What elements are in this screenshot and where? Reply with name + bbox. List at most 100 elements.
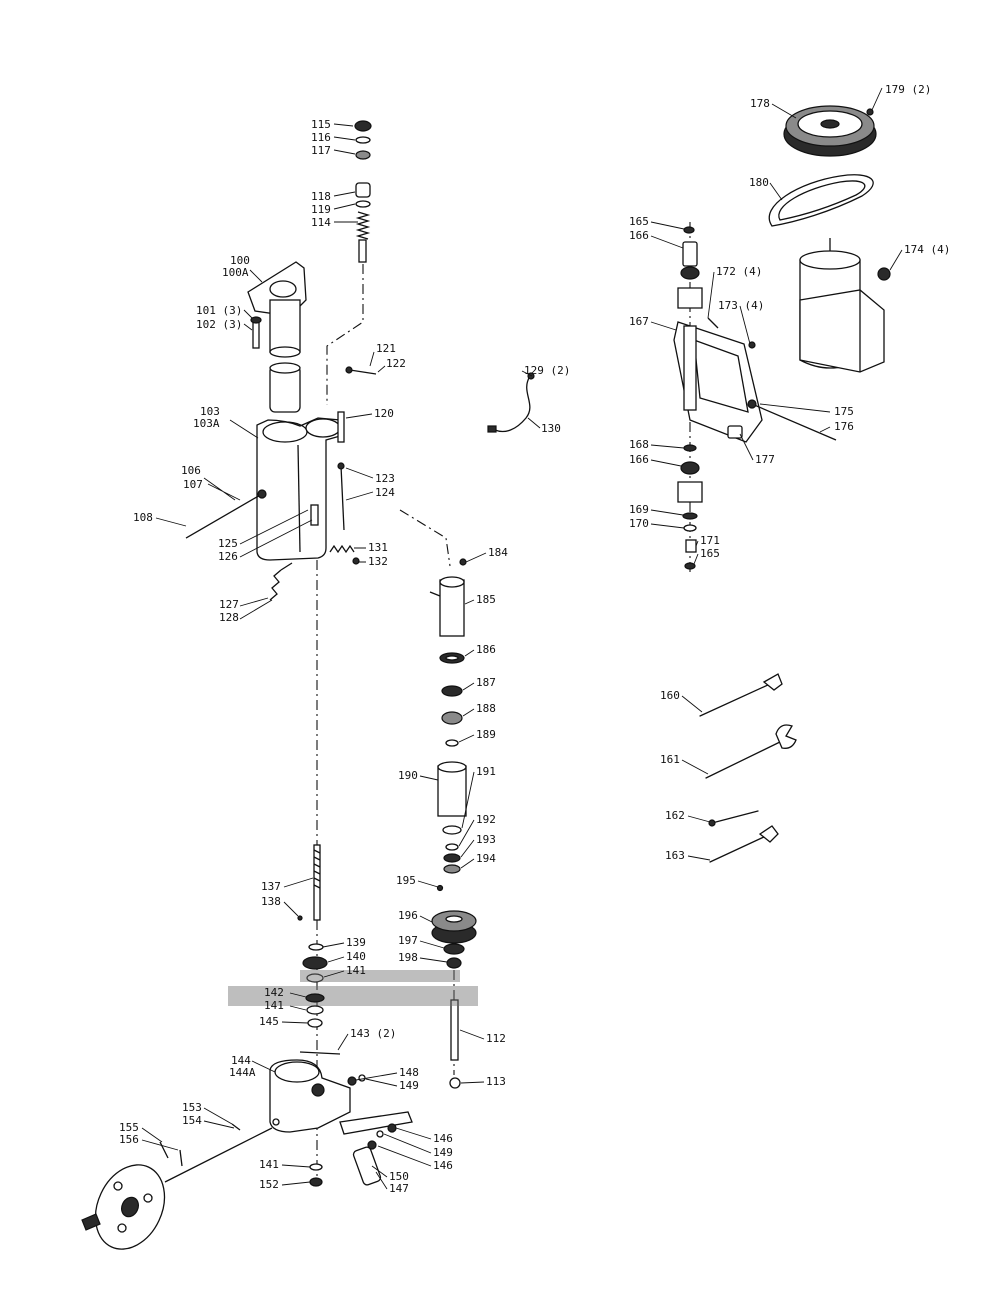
callout-123: 123 [375, 472, 395, 485]
head-center-axis [326, 264, 364, 405]
part-190-sleeve-top [437, 761, 467, 773]
callout-142: 142 [264, 986, 284, 999]
callout-108: 108 [133, 511, 153, 524]
part-174-nut [877, 267, 891, 281]
part-127-spring [269, 569, 282, 601]
part-146-screw-a [387, 1123, 397, 1133]
callout-124: 124 [375, 486, 395, 499]
part-119-washer [355, 200, 371, 208]
part-114-spring [355, 211, 371, 240]
callout-193: 193 [476, 833, 496, 846]
callout-146: 146 [433, 1132, 453, 1145]
part-146-rack [339, 1111, 413, 1135]
part-191-washer [442, 825, 462, 835]
part-167-bracket-post [683, 325, 697, 411]
part-153-pin [231, 1123, 241, 1131]
callout-149: 149 [399, 1079, 419, 1092]
part-160-wrench-jaw [762, 673, 783, 691]
callout-145: 145 [259, 1015, 279, 1028]
part-168-ring [683, 444, 697, 452]
callout-191: 191 [476, 765, 496, 778]
callout-141-b: 141 [264, 999, 284, 1012]
callout-113: 113 [486, 1075, 506, 1088]
callout-149-b: 149 [433, 1146, 453, 1159]
callout-186: 186 [476, 643, 496, 656]
callout-160: 160 [660, 689, 680, 702]
callout-116: 116 [311, 131, 331, 144]
callout-179: 179 (2) [885, 83, 931, 96]
motor-callouts: 178 179 (2) 180 165 166 172 (4) 174 (4) … [629, 83, 950, 560]
part-123-rod-end [337, 462, 345, 470]
callout-115: 115 [311, 118, 331, 131]
part-121-bolt [349, 369, 377, 375]
callout-114: 114 [311, 216, 331, 229]
handwheel-hole-b [143, 1193, 153, 1203]
callout-117: 117 [311, 144, 331, 157]
tools [699, 673, 797, 863]
part-125-key [310, 504, 319, 526]
callout-128: 128 [219, 611, 239, 624]
leader-motor [650, 87, 903, 565]
callout-170: 170 [629, 517, 649, 530]
callout-194: 194 [476, 852, 496, 865]
part-142-bearing [305, 993, 325, 1003]
callout-178: 178 [750, 97, 770, 110]
part-169-washer [682, 512, 698, 520]
callout-141-c: 141 [259, 1158, 279, 1171]
quill-callouts: 184 185 186 187 188 189 190 191 192 193 … [396, 546, 508, 1088]
motor-mount-box [799, 289, 885, 373]
part-144-bracket [269, 1059, 351, 1133]
handwheel-hole-c [117, 1223, 127, 1233]
callout-102: 102 (3) [196, 318, 242, 331]
handwheel-knob [81, 1213, 101, 1231]
part-149-washer [358, 1074, 366, 1082]
callout-146-b: 146 [433, 1159, 453, 1172]
part-166-bearing [680, 266, 700, 280]
part-130-cable-end [487, 425, 497, 433]
part-170-washer [683, 524, 697, 532]
callout-141: 141 [346, 964, 366, 977]
part-185-quill-top [439, 576, 465, 588]
spindle-collar-upper [677, 287, 703, 309]
part-100-tube [269, 299, 301, 353]
part-188-bearing [441, 711, 463, 725]
callout-100a: 100A [222, 266, 249, 279]
leader-tools [681, 695, 711, 861]
part-117-washer [355, 150, 371, 160]
callout-138: 138 [261, 895, 281, 908]
part-141-washer [306, 973, 324, 983]
part-116-washer [355, 136, 371, 144]
part-184-pin [459, 558, 467, 566]
callout-165-b: 165 [700, 547, 720, 560]
callout-112: 112 [486, 1032, 506, 1045]
callout-103: 103 [200, 405, 220, 418]
callout-198: 198 [398, 951, 418, 964]
part-161-wrench [705, 739, 785, 779]
leader-quill [417, 552, 487, 1084]
part-103-rib [297, 444, 301, 553]
part-195-screw [436, 884, 444, 892]
callout-161: 161 [660, 753, 680, 766]
part-120-pin [337, 411, 345, 443]
part-115-nut [354, 120, 372, 132]
callout-165: 165 [629, 215, 649, 228]
part-160-wrench [699, 683, 771, 717]
part-166-bearing-b [680, 461, 700, 475]
part-141-washer-b [306, 1005, 324, 1015]
part-192-ring [445, 843, 459, 851]
part-140-gear [302, 956, 328, 970]
callout-166: 166 [629, 229, 649, 242]
callout-139: 139 [346, 936, 366, 949]
callout-162: 162 [665, 809, 685, 822]
callout-127: 127 [219, 598, 239, 611]
quill-stack [429, 558, 477, 1089]
callout-147: 147 [389, 1182, 409, 1195]
callout-189: 189 [476, 728, 496, 741]
part-144-hole [311, 1083, 325, 1097]
part-197-washer [443, 943, 465, 955]
callout-169: 169 [629, 503, 649, 516]
part-138-pin [297, 915, 303, 921]
callout-143: 143 (2) [350, 1027, 396, 1040]
leader-lines [141, 87, 903, 1190]
